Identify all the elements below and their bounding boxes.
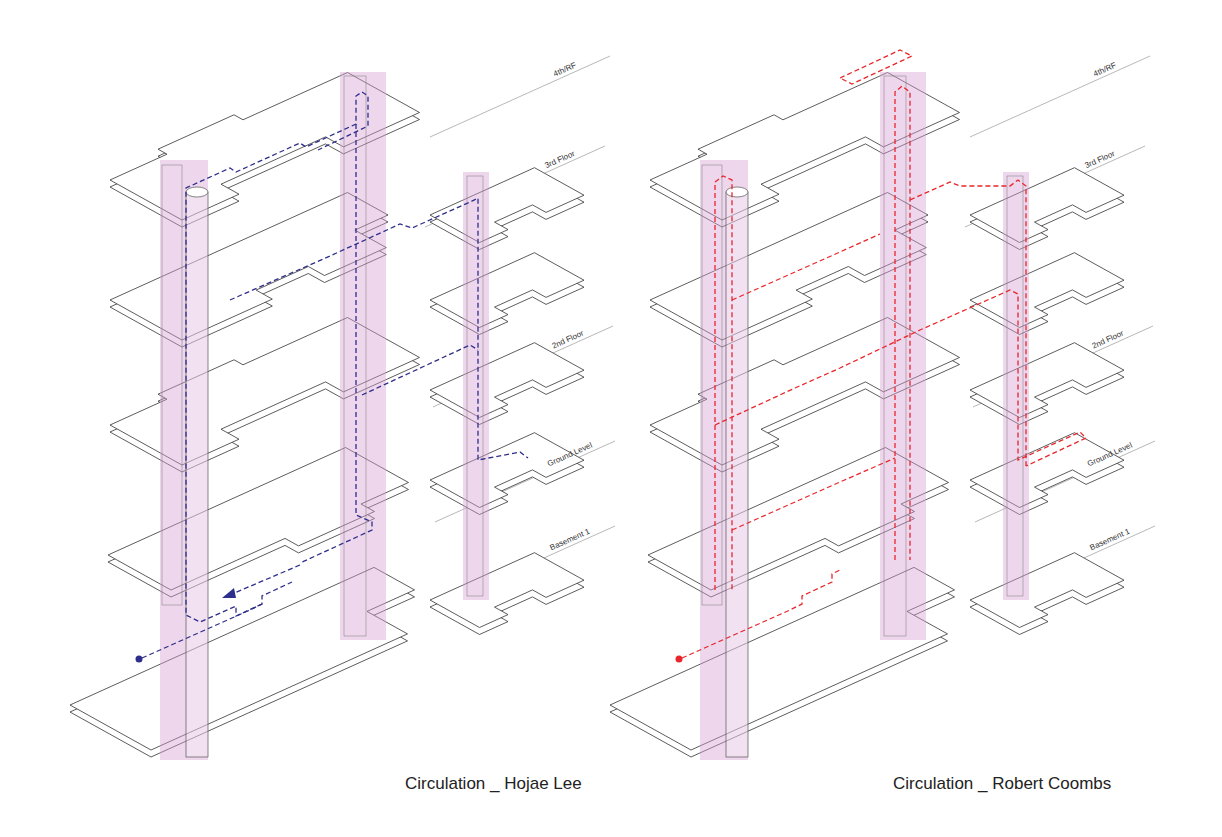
circulation-route <box>300 124 372 563</box>
circulation-route <box>715 176 732 590</box>
route-arrowhead <box>222 588 236 598</box>
circulation-shaft <box>880 72 926 640</box>
level-label: 2nd Floor <box>551 329 585 350</box>
stair-core <box>467 176 483 596</box>
floor-plate <box>430 343 584 418</box>
panel-caption: Circulation _ Robert Coombs <box>893 775 1111 794</box>
floor-plate <box>970 553 1124 628</box>
panel-group <box>70 56 615 760</box>
circulation-shaft <box>340 72 386 640</box>
circulation-route <box>732 458 895 530</box>
level-label: 2nd Floor <box>1091 329 1125 350</box>
floor-plate <box>970 343 1124 418</box>
circulation-route <box>715 290 1086 466</box>
stair-core <box>162 165 182 605</box>
circulation-shaft <box>160 160 208 760</box>
circulation-shaft <box>463 172 489 600</box>
circulation-shaft <box>700 160 748 760</box>
level-label: Basement 1 <box>549 528 591 553</box>
level-leader-line <box>970 56 1150 137</box>
circulation-route <box>142 582 292 658</box>
column <box>186 192 208 757</box>
circulation-route <box>230 198 528 460</box>
route-start-dot <box>136 656 143 663</box>
level-label: Basement 1 <box>1089 528 1131 553</box>
circulation-route <box>682 570 840 658</box>
circulation-shaft <box>1003 172 1029 600</box>
stair-core <box>702 165 722 605</box>
column-top <box>726 187 748 197</box>
floor-plate <box>430 253 584 328</box>
floor-plate <box>430 168 584 243</box>
column <box>726 192 748 757</box>
floor-plate <box>430 553 584 628</box>
stair-core <box>1007 176 1023 596</box>
circulation-route <box>895 86 910 560</box>
route-start-dot <box>676 656 683 663</box>
circulation-route <box>362 345 478 395</box>
circulation-route <box>732 234 880 300</box>
floor-plate <box>430 433 584 508</box>
column-top <box>186 187 208 197</box>
circulation-route <box>232 565 300 594</box>
circulation-route <box>840 50 912 84</box>
floor-plate <box>970 433 1124 508</box>
floor-plate <box>970 253 1124 328</box>
level-label: 3rd Floor <box>1084 150 1117 170</box>
panel-group <box>610 50 1155 760</box>
stair-core <box>344 76 366 636</box>
level-leader-line <box>430 56 610 137</box>
circulation-route <box>910 180 1026 466</box>
panel-caption: Circulation _ Hojae Lee <box>405 775 582 794</box>
level-label: 3rd Floor <box>544 150 577 170</box>
floor-plate <box>970 168 1124 243</box>
circulation-route <box>186 92 368 622</box>
